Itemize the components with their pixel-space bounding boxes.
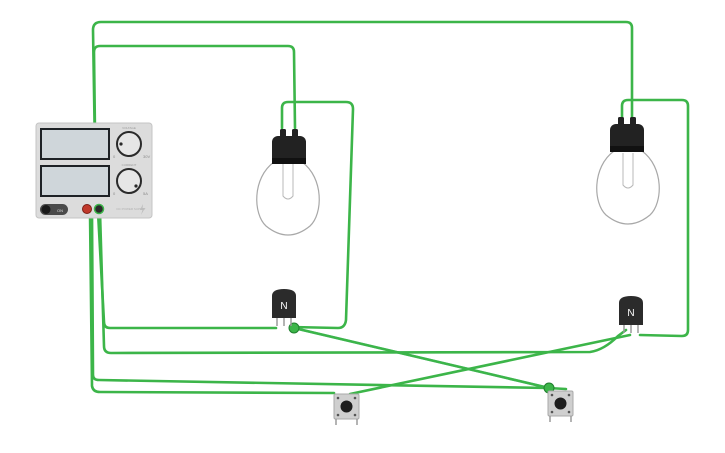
- current-knob-max: 5A: [143, 191, 148, 196]
- bulb-filament: [282, 164, 294, 200]
- voltage-knob[interactable]: [116, 131, 142, 157]
- wire-psu-to-pushbutton-1[interactable]: [88, 210, 336, 395]
- transistor-1-label: N: [280, 301, 287, 312]
- pushbutton-icon: [554, 397, 567, 410]
- wires: [88, 20, 690, 396]
- voltage-display: [40, 128, 110, 160]
- voltage-knob-label: VOLTAGE: [122, 126, 136, 130]
- power-supply[interactable]: VOLTAGE 30V 0 CURRENT 5A 0 ON DC POWER S…: [35, 122, 153, 219]
- wire-psu-to-bulb-2-top[interactable]: [91, 20, 634, 214]
- current-knob-min: 0: [113, 191, 116, 196]
- ground-terminal[interactable]: [93, 203, 105, 215]
- current-knob[interactable]: [116, 168, 142, 194]
- transistor-1[interactable]: N: [272, 289, 296, 326]
- lightning-icon: [140, 204, 145, 215]
- wire-bulb-1-to-transistor-1[interactable]: [280, 100, 355, 330]
- wire-pushbutton-1-to-transistor-2[interactable]: [348, 333, 632, 396]
- wire-bulb-2-to-transistor-2[interactable]: [620, 98, 690, 338]
- wire-psu-to-transistor-1[interactable]: [96, 210, 278, 330]
- current-knob-label: CURRENT: [122, 163, 137, 167]
- light-bulb-1[interactable]: [256, 129, 320, 236]
- pushbutton-2[interactable]: [547, 390, 574, 422]
- bulb-filament: [622, 153, 634, 189]
- power-supply-brand: DC POWER SUPPLY: [117, 207, 146, 211]
- power-toggle[interactable]: [40, 204, 68, 215]
- pushbutton-icon: [340, 400, 353, 413]
- current-display: [40, 165, 110, 197]
- bulb-socket: [272, 136, 306, 164]
- pushbutton-1[interactable]: [333, 393, 360, 425]
- power-toggle-label: ON: [57, 208, 63, 213]
- voltage-knob-max: 30V: [143, 154, 150, 159]
- bulb-socket: [610, 124, 644, 152]
- voltage-knob-min: 0: [113, 154, 116, 159]
- transistor-2[interactable]: N: [619, 296, 643, 333]
- positive-terminal[interactable]: [82, 204, 92, 214]
- wire-psu-to-transistor-2[interactable]: [98, 210, 628, 355]
- wire-psu-to-bulb-1-top[interactable]: [92, 44, 297, 214]
- light-bulb-2[interactable]: [596, 117, 660, 225]
- transistor-2-label: N: [627, 308, 634, 319]
- wire-transistor-1-to-pushbutton-2[interactable]: [292, 326, 551, 390]
